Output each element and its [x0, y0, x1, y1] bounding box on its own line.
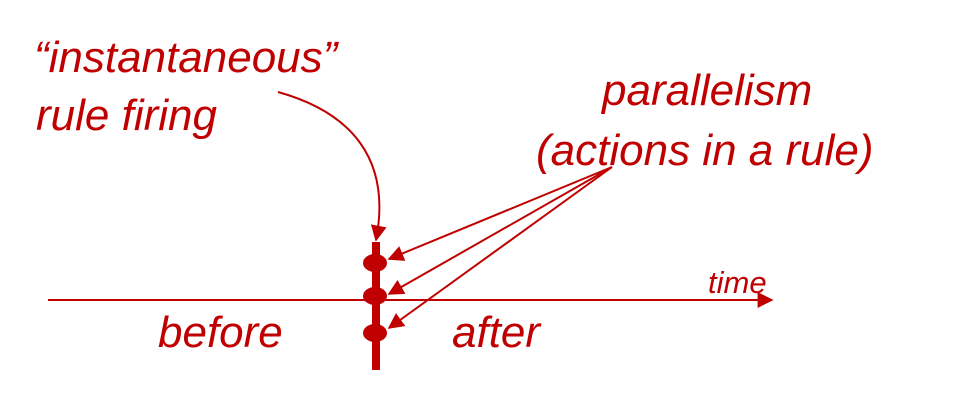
before-label: before [158, 308, 283, 357]
after-label: after [452, 308, 542, 357]
instantaneous-label: “instantaneous” [34, 33, 340, 82]
action-dot-bottom [363, 324, 387, 342]
instantaneous-arrow [277, 91, 387, 242]
action-dot-top [363, 254, 387, 272]
parallelism-arrow-bottom [387, 166, 613, 329]
parallelism-arrow-top [387, 166, 613, 261]
time-label: time [708, 265, 767, 300]
actions-in-rule-label: (actions in a rule) [536, 126, 873, 175]
parallelism-arrow-middle [387, 166, 613, 295]
rule-firing-label: rule firing [36, 91, 217, 140]
action-dot-middle [363, 287, 387, 305]
parallelism-label: parallelism [600, 66, 812, 115]
